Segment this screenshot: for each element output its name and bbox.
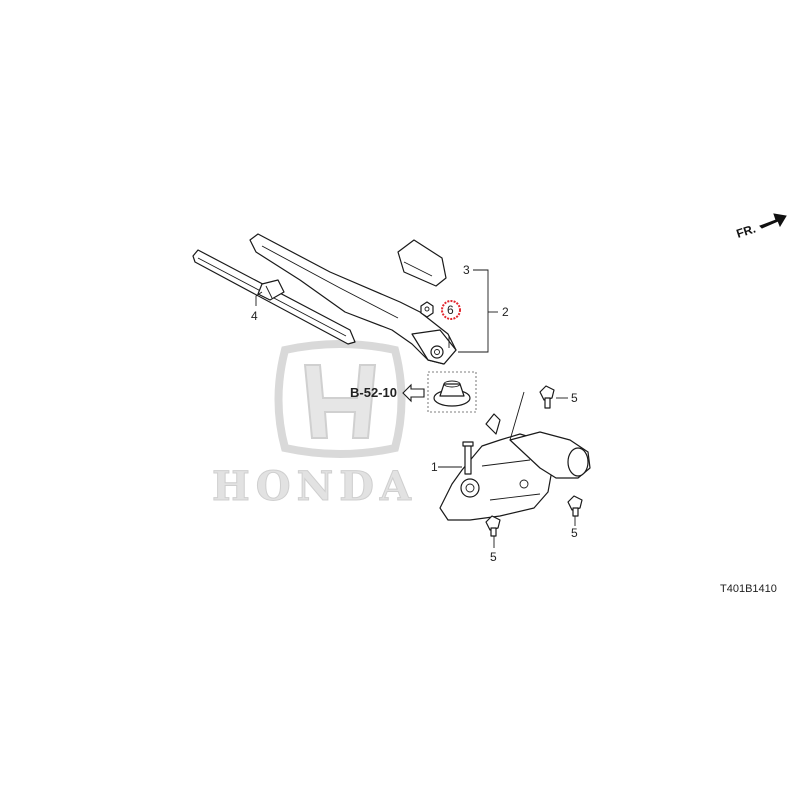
callout-4[interactable]: 4 bbox=[251, 309, 258, 323]
wiper-blade-part[interactable] bbox=[192, 249, 356, 345]
honda-wordmark-watermark: HONDA bbox=[212, 463, 417, 510]
mounting-bolt-right[interactable] bbox=[567, 495, 583, 517]
leader-lines bbox=[255, 269, 576, 548]
illustration-code: T401B1410 bbox=[720, 583, 777, 595]
arm-cap-part[interactable] bbox=[397, 239, 447, 287]
section-reference-label: B-52-10 bbox=[350, 385, 397, 400]
honda-h-mark-watermark bbox=[303, 364, 377, 439]
honda-watermark bbox=[274, 340, 406, 458]
mounting-bolt-bottom[interactable] bbox=[485, 515, 501, 537]
callout-5-top[interactable]: 5 bbox=[571, 391, 578, 405]
flange-nut-part[interactable] bbox=[420, 301, 434, 318]
callout-5-bottom[interactable]: 5 bbox=[490, 550, 497, 564]
reference-arrow-icon bbox=[402, 383, 425, 403]
front-direction-label: FR. bbox=[735, 222, 758, 241]
mounting-bolt-top[interactable] bbox=[539, 385, 555, 409]
callout-2[interactable]: 2 bbox=[502, 305, 509, 319]
callout-6[interactable]: 6 bbox=[447, 303, 454, 317]
section-reference[interactable]: B-52-10 bbox=[350, 383, 425, 403]
callout-3[interactable]: 3 bbox=[463, 263, 470, 277]
callout-1[interactable]: 1 bbox=[431, 460, 438, 474]
highlight-ring-icon bbox=[441, 300, 461, 320]
callout-6-highlight[interactable]: 6 bbox=[441, 300, 461, 320]
callout-5-right[interactable]: 5 bbox=[571, 526, 578, 540]
front-direction-indicator: FR. bbox=[735, 213, 787, 241]
pivot-cap-reference-part[interactable] bbox=[427, 371, 477, 413]
honda-logo-watermark bbox=[274, 340, 406, 458]
wiper-motor-part[interactable] bbox=[439, 413, 591, 521]
front-direction-arrow-icon bbox=[759, 213, 787, 229]
wiper-arm-part[interactable] bbox=[249, 233, 457, 365]
